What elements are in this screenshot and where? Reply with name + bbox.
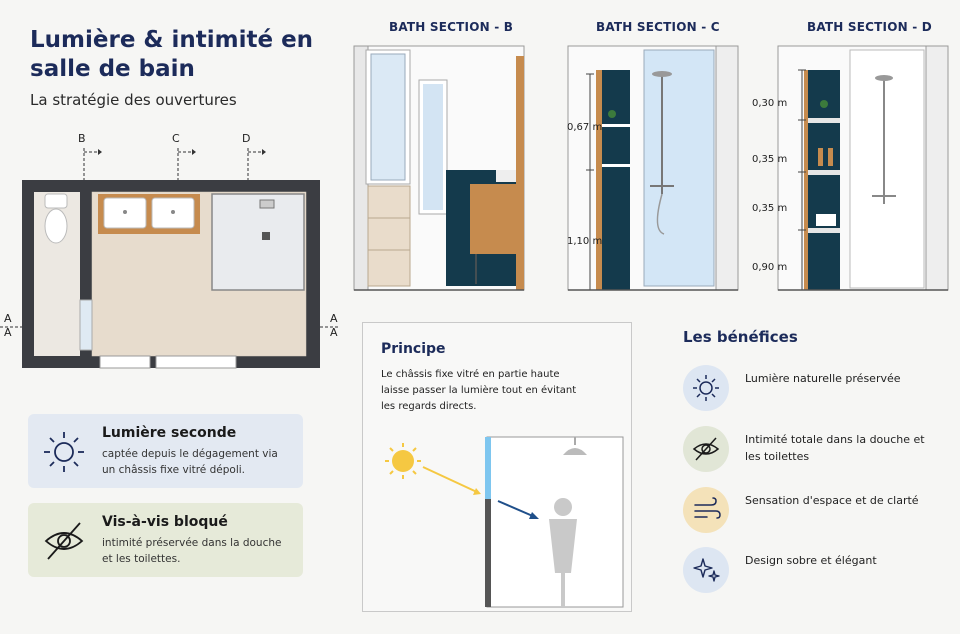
principe-panel: Principe Le châssis fixe vitré en partie… [362, 322, 632, 612]
benefit-item: Sensation d'espace et de clarté [683, 487, 943, 535]
card-lumiere-seconde: Lumière seconde captée depuis le dégagem… [28, 414, 303, 488]
benefit-item: Intimité totale dans la douche et les to… [683, 426, 943, 474]
section-c-dim-2: 1,10 m [567, 236, 603, 247]
card-text: captée depuis le dégagement via un châss… [102, 448, 278, 476]
page-subtitle: La stratégie des ouvertures [30, 91, 237, 109]
benefit-label: Sensation d'espace et de clarté [745, 494, 919, 507]
sun-icon [44, 432, 84, 472]
section-c-title: BATH SECTION - C [596, 20, 720, 34]
benefit-icon-bg [683, 547, 729, 593]
benefit-icon-bg [683, 487, 729, 533]
section-marker-a-right-1: A [330, 312, 338, 325]
section-b-drawing [353, 45, 525, 291]
section-marker-a-right-2: A [330, 326, 338, 339]
page-title: Lumière & intimité en salle de bain [30, 27, 314, 82]
card-title: Lumière seconde [102, 425, 237, 441]
section-b-title: BATH SECTION - B [389, 20, 514, 34]
benefit-label: Design sobre et élégant [745, 554, 877, 567]
section-d-dim-4: 0,90 m [752, 262, 788, 273]
section-marker-b: B [78, 132, 86, 145]
eye-slash-icon [692, 437, 720, 461]
section-d-dim-1: 0,30 m [752, 98, 788, 109]
section-d-drawing [777, 45, 949, 291]
card-vis-a-vis: Vis-à-vis bloqué intimité préservée dans… [28, 503, 303, 577]
benefit-item: Lumière naturelle préservée [683, 365, 943, 413]
principe-diagram [385, 436, 624, 608]
benefices-title: Les bénéfices [683, 328, 798, 346]
section-d-title: BATH SECTION - D [807, 20, 932, 34]
wind-icon [694, 497, 721, 519]
benefit-item: Design sobre et élégant [683, 547, 943, 595]
benefit-icon-bg [683, 426, 729, 472]
section-marker-c: C [172, 132, 180, 145]
benefit-label: Intimité totale dans la douche et les to… [745, 433, 925, 463]
section-d-dim-3: 0,35 m [752, 203, 788, 214]
section-c-dim-1: 0,67 m [567, 122, 603, 133]
section-marker-d: D [242, 132, 251, 145]
principe-title: Principe [381, 341, 446, 357]
section-marker-a-left-1: A [4, 312, 12, 325]
card-title: Vis-à-vis bloqué [102, 514, 228, 530]
eye-slash-icon [44, 522, 84, 560]
card-text: intimité préservée dans la douche et les… [102, 537, 282, 565]
sun-icon [693, 375, 719, 401]
sun-icon [385, 443, 421, 479]
principe-text: Le châssis fixe vitré en partie haute la… [381, 369, 577, 412]
section-c-drawing [567, 45, 739, 291]
benefit-label: Lumière naturelle préservée [745, 372, 901, 385]
section-marker-a-left-2: A [4, 326, 12, 339]
section-d-dim-2: 0,35 m [752, 154, 788, 165]
benefit-icon-bg [683, 365, 729, 411]
sparkle-icon [693, 558, 720, 582]
floor-plan-drawing [0, 148, 340, 369]
